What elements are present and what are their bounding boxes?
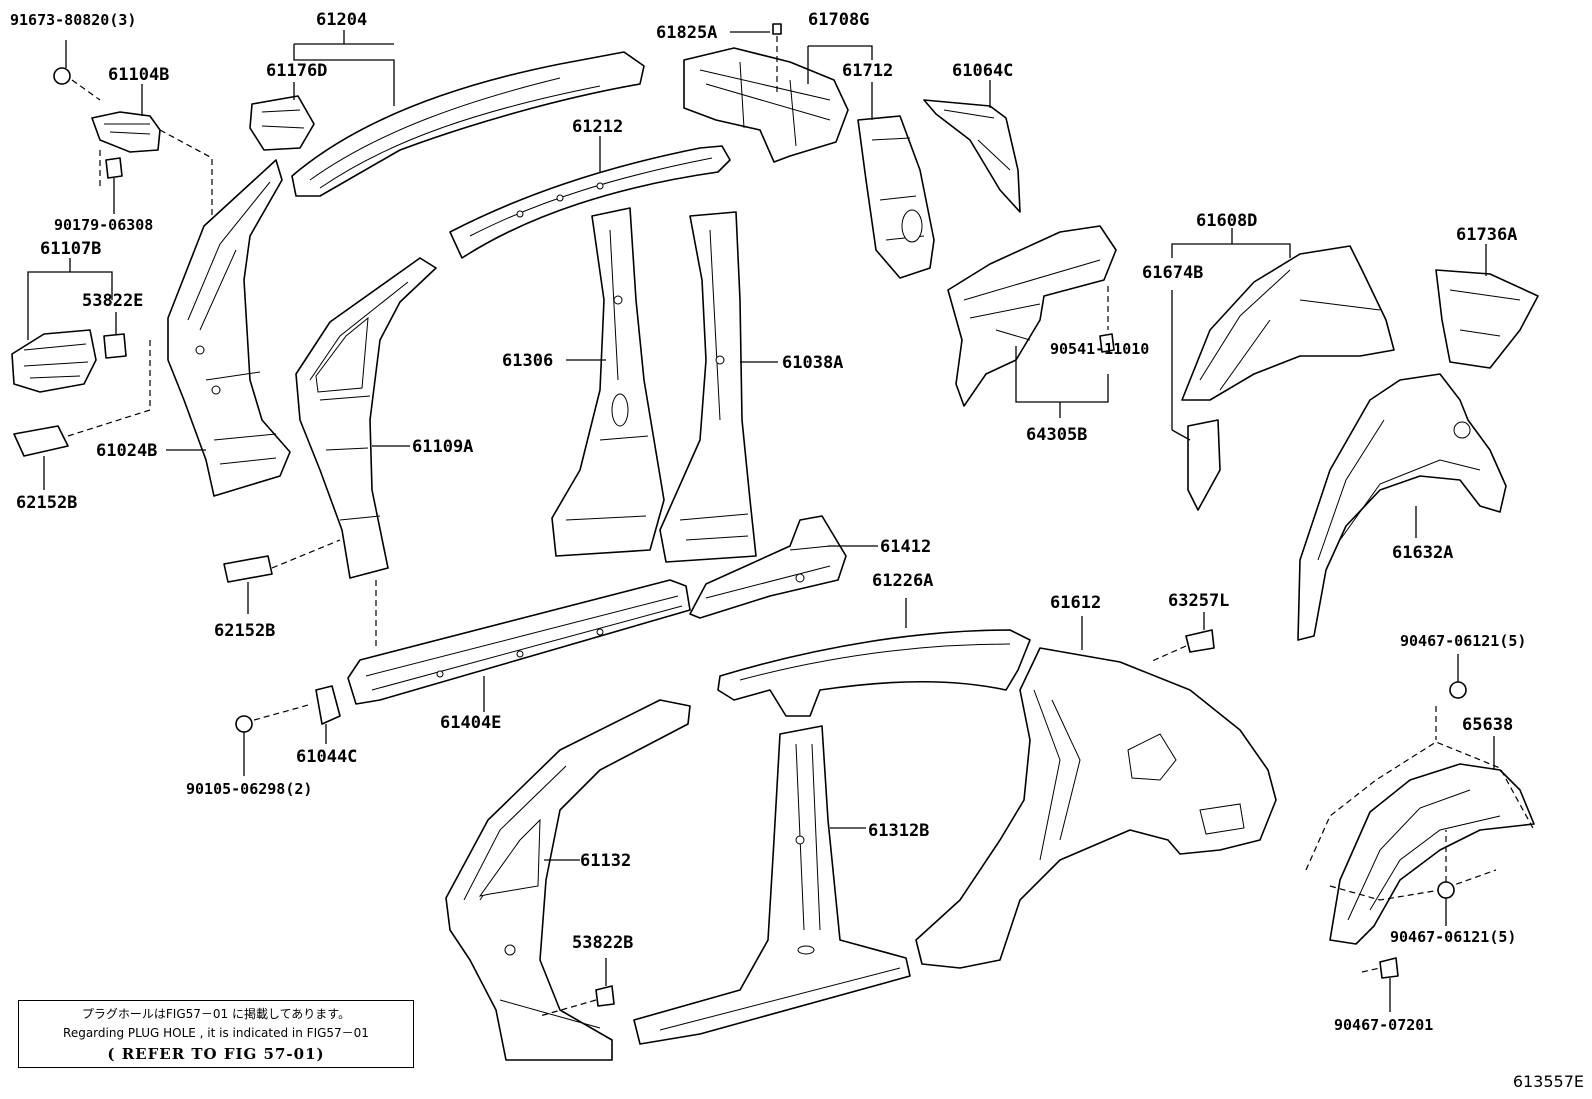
note-english: Regarding PLUG HOLE , it is indicated in… bbox=[63, 1026, 369, 1040]
label-90467-a: 90467-06121(5) bbox=[1400, 632, 1526, 650]
clip-90541-part bbox=[1099, 333, 1115, 353]
clip-53822B-part bbox=[539, 958, 615, 1017]
bracket-61104B-part bbox=[91, 84, 213, 262]
label-90467-b: 90467-06121(5) bbox=[1390, 928, 1516, 946]
label-61024B: 61024B bbox=[96, 441, 157, 461]
label-61176D: 61176D bbox=[266, 61, 327, 81]
label-91673: 91673-80820(3) bbox=[10, 11, 136, 29]
bracket-61107B-part bbox=[11, 258, 113, 393]
figure-id: 613557E bbox=[1512, 1072, 1584, 1091]
label-61038A: 61038A bbox=[782, 353, 843, 373]
pillar-61312B-part bbox=[633, 725, 911, 1045]
label-90105: 90105-06298(2) bbox=[186, 780, 312, 798]
label-61712: 61712 bbox=[842, 61, 893, 81]
bracket-61736A-part bbox=[1435, 244, 1539, 369]
label-61825A: 61825A bbox=[656, 23, 717, 43]
roof-rail-61204-part bbox=[291, 30, 645, 197]
label-53822B: 53822B bbox=[572, 933, 633, 953]
liner-65638-part bbox=[1305, 736, 1535, 945]
label-61736A: 61736A bbox=[1456, 225, 1517, 245]
panel-61708G-part bbox=[683, 23, 873, 163]
label-61608D: 61608D bbox=[1196, 211, 1257, 231]
roof-side-61226A-part bbox=[717, 598, 1031, 717]
bracket-61064C-part bbox=[923, 80, 1021, 213]
label-61306: 61306 bbox=[502, 351, 553, 371]
label-61312B: 61312B bbox=[868, 821, 929, 841]
label-64305B: 64305B bbox=[1026, 425, 1087, 445]
label-61708G: 61708G bbox=[808, 10, 869, 30]
label-61212: 61212 bbox=[572, 117, 623, 137]
nut-90467-b-part bbox=[1437, 830, 1455, 926]
note-japanese: プラグホールはFIG57－01 に掲載してあります。 bbox=[81, 1007, 351, 1021]
clip-53822E-part bbox=[103, 312, 127, 359]
pillar-61109A-part bbox=[295, 257, 437, 579]
plug-hole-note: プラグホールはFIG57－01 に掲載してあります。 Regarding PLU… bbox=[18, 1000, 414, 1068]
label-61204: 61204 bbox=[316, 10, 367, 30]
label-61109A: 61109A bbox=[412, 437, 473, 457]
panel-61712-part bbox=[857, 82, 935, 279]
wheelhouse-61632A-part bbox=[1297, 373, 1507, 641]
label-90541: 90541-11010 bbox=[1050, 340, 1149, 358]
label-61107B: 61107B bbox=[40, 239, 101, 259]
pillar-61132-part bbox=[445, 699, 691, 1061]
label-61104B: 61104B bbox=[108, 65, 169, 85]
rocker-61412-part bbox=[689, 515, 878, 619]
label-62152B-a: 62152B bbox=[16, 493, 77, 513]
label-61412: 61412 bbox=[880, 537, 931, 557]
bracket-64305B-part bbox=[947, 225, 1117, 418]
pillar-61038A-part bbox=[659, 211, 778, 563]
label-61226A: 61226A bbox=[872, 571, 933, 591]
label-62152B-b: 62152B bbox=[214, 621, 275, 641]
label-61612: 61612 bbox=[1050, 593, 1101, 613]
bracket-61044C-part bbox=[253, 685, 341, 744]
label-90467-c: 90467-07201 bbox=[1334, 1016, 1433, 1034]
clip-90179-part bbox=[105, 157, 123, 214]
label-61404E: 61404E bbox=[440, 713, 501, 733]
label-61064C: 61064C bbox=[952, 61, 1013, 81]
label-90179: 90179-06308 bbox=[54, 216, 153, 234]
pillar-61306-part bbox=[551, 207, 665, 557]
panel-61608D-part bbox=[1171, 228, 1395, 511]
label-61132: 61132 bbox=[580, 851, 631, 871]
nut-90467-a-part bbox=[1435, 654, 1467, 740]
bolt-90105-part bbox=[235, 715, 253, 776]
pad-62152B-part-a bbox=[13, 340, 151, 490]
label-61674B: 61674B bbox=[1142, 263, 1203, 283]
label-61632A: 61632A bbox=[1392, 543, 1453, 563]
bracket-61176D-part bbox=[249, 82, 315, 151]
clip-90467-c-part bbox=[1361, 957, 1399, 1012]
label-63257L: 63257L bbox=[1168, 591, 1229, 611]
label-61044C: 61044C bbox=[296, 747, 357, 767]
note-reference-link[interactable]: ( REFER TO FIG 57-01) bbox=[107, 1045, 325, 1063]
clip-63257L-part bbox=[1149, 612, 1215, 663]
pad-62152B-part-b bbox=[223, 539, 377, 650]
pillar-61024B-part bbox=[166, 159, 291, 497]
label-53822E: 53822E bbox=[82, 291, 143, 311]
label-65638: 65638 bbox=[1462, 715, 1513, 735]
rocker-61404E-part bbox=[347, 579, 691, 712]
roof-rail-inner-61212-part bbox=[449, 136, 731, 259]
bolt-91673-part bbox=[53, 40, 101, 101]
quarter-panel-61612-part bbox=[915, 616, 1277, 969]
